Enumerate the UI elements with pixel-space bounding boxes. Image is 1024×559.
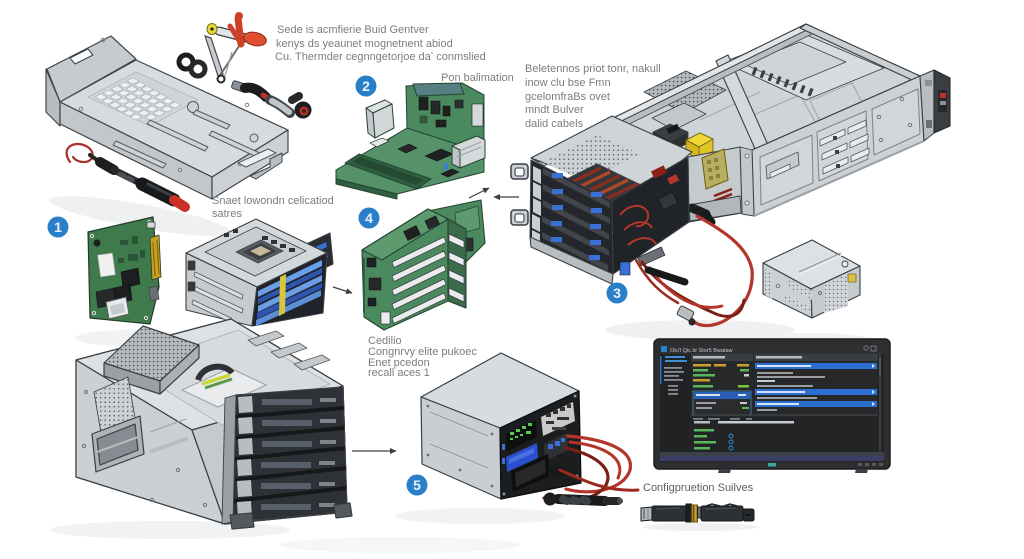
svg-text:gcelomfraBs ovet: gcelomfraBs ovet (525, 91, 610, 103)
svg-text:5: 5 (413, 477, 421, 493)
svg-text:Pon balimation: Pon balimation (441, 72, 514, 84)
svg-text:Cedilio: Cedilio (368, 335, 402, 347)
svg-text:Configpruetion Suilves: Configpruetion Suilves (643, 482, 754, 494)
svg-text:Otu'l Qic.tir Stor5 Bwataw: Otu'l Qic.tir Stor5 Bwataw (670, 348, 733, 354)
svg-text:Enet pcedon: Enet pcedon (368, 357, 430, 369)
svg-text:Sede is acmfierie Buid Gentver: Sede is acmfierie Buid Gentver (277, 24, 429, 36)
svg-text:satres: satres (212, 208, 242, 220)
svg-text:recall aces 1: recall aces 1 (368, 367, 430, 379)
svg-text:4: 4 (365, 210, 373, 226)
svg-text:Cu. Thermder cegnngetorjoe daʼ: Cu. Thermder cegnngetorjoe daʼ conmslied (275, 51, 486, 63)
svg-text:kenys ds yeaunet mognetnent ab: kenys ds yeaunet mognetnent abiod (276, 38, 453, 50)
svg-text:3: 3 (613, 285, 621, 301)
svg-text:Beletennos priot tonr, nakull: Beletennos priot tonr, nakull (525, 63, 661, 75)
svg-text:2: 2 (362, 78, 370, 94)
svg-text:inow clu bse Fmn: inow clu bse Fmn (525, 77, 611, 89)
svg-text:dalid cabels: dalid cabels (525, 118, 584, 130)
svg-text:mndt Bulver: mndt Bulver (525, 104, 584, 116)
svg-text:Congnrvy elite pukoec: Congnrvy elite pukoec (368, 346, 477, 358)
svg-text:1: 1 (54, 219, 62, 235)
svg-text:Snaet lowondn celicatiod: Snaet lowondn celicatiod (212, 195, 334, 207)
